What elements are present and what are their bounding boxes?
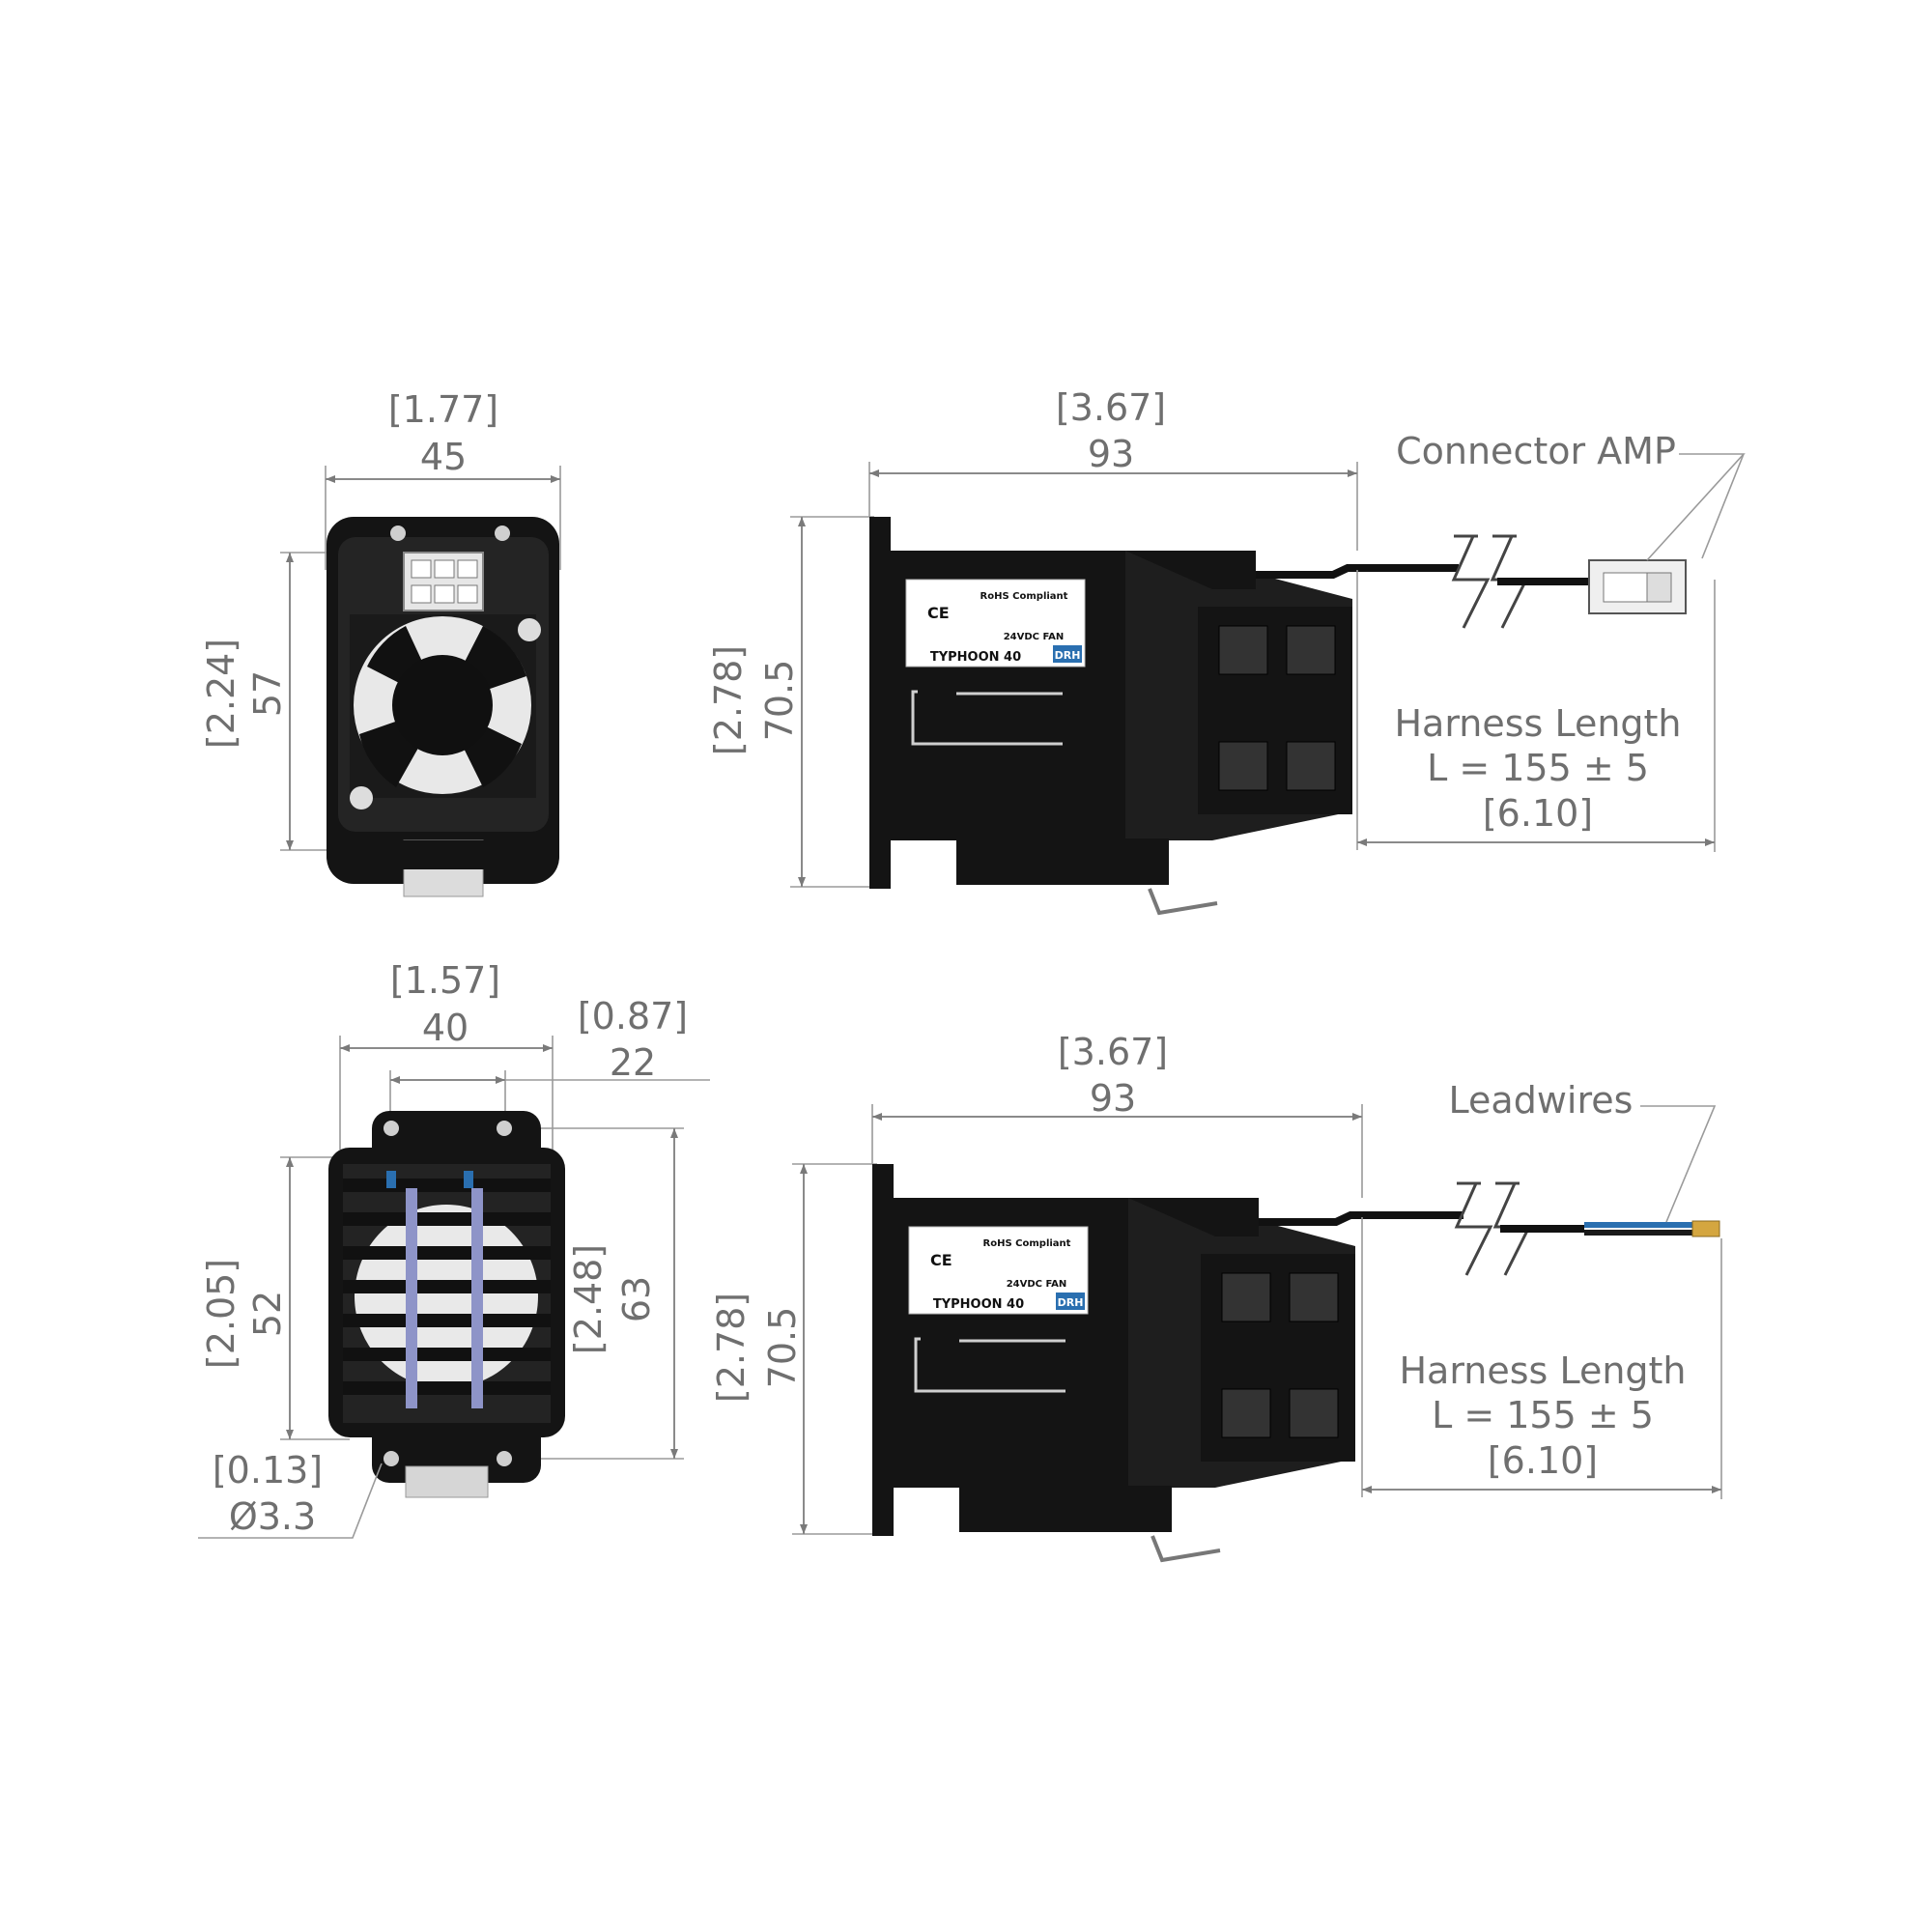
label2-line1: 24VDC FAN [1007,1279,1067,1290]
front-amp-height-in: [2.24] [200,639,242,749]
front-lead-height-mm: 52 [246,1291,289,1337]
fan-icon [350,614,541,810]
harness-amp-in: [6.10] [1483,792,1593,835]
label-line1: 24VDC FAN [1004,632,1065,642]
harness-lead-in: [6.10] [1488,1439,1598,1482]
side-view-amp: [3.67] 93 [2.78] 70.5 DRH TYPHOON 40 24V… [707,386,1746,916]
product-label-amp: DRH TYPHOON 40 24VDC FAN RoHS Compliant … [905,579,1086,668]
label-brand: DRH [1055,649,1081,662]
front-amp-width-mm: 45 [420,436,467,478]
front-lead-outer-mm: 63 [615,1276,658,1322]
front-lead-grille [343,1171,551,1408]
amp-cable [1256,564,1459,579]
amp-plug [1588,559,1687,614]
front-lead-hole-in: [0.13] [213,1449,323,1492]
front-lead-width-mm: 40 [422,1007,469,1049]
side-lead-length-mm: 93 [1090,1077,1136,1120]
harness-amp-label: Harness Length [1394,702,1681,745]
product-label-lead: DRH TYPHOON 40 24VDC FAN RoHS Compliant … [908,1226,1089,1315]
label2-brand: DRH [1058,1296,1084,1309]
front-amp-width-in: [1.77] [388,388,498,431]
label-ce-mark: CE [927,604,950,622]
side-lead-height-mm: 70.5 [761,1307,804,1389]
connector-amp-label: Connector AMP [1396,430,1676,472]
leadwires-label: Leadwires [1449,1079,1634,1122]
side-amp-vents [1218,625,1336,791]
front-lead-width-in: [1.57] [390,959,500,1002]
front-lead-outer-in: [2.48] [567,1244,610,1354]
front-amp-height-mm: 57 [246,670,289,717]
side-amp-height-mm: 70.5 [758,660,801,742]
label-model: TYPHOON 40 [930,650,1021,665]
label-line2: RoHS Compliant [980,591,1068,602]
side-lead-length-in: [3.67] [1058,1031,1168,1073]
side-lead-height-in: [2.78] [710,1293,753,1403]
label2-model: TYPHOON 40 [933,1297,1024,1312]
front-view-amp: [1.77] 45 [2.24] 57 [200,388,561,897]
lead-cable [1259,1211,1463,1226]
leadwire-ends [1584,1220,1720,1237]
label2-ce-mark: CE [930,1251,952,1269]
front-lead-hole-mm: Ø3.3 [229,1495,316,1538]
hole-leader-line [198,1463,383,1539]
front-lead-inner-mm: 22 [610,1041,656,1084]
front-view-lead: [1.57] 40 [0.87] 22 [2.05] 52 [2.48] 63 [198,959,710,1539]
side-amp-length-in: [3.67] [1056,386,1166,429]
harness-amp-formula: L = 155 ± 5 [1427,747,1649,789]
side-lead-vents [1221,1272,1339,1438]
side-amp-height-in: [2.78] [707,645,750,755]
harness-lead-label: Harness Length [1399,1350,1686,1392]
front-lead-height-in: [2.05] [200,1259,242,1369]
front-lead-inner-in: [0.87] [578,995,688,1037]
harness-lead-formula: L = 155 ± 5 [1432,1394,1654,1436]
side-view-lead: [3.67] 93 [2.78] 70.5 DRH TYPHOON 40 24V… [710,1031,1722,1563]
side-amp-length-mm: 93 [1088,433,1134,475]
amp-connector [403,552,484,611]
label2-line2: RoHS Compliant [983,1238,1071,1249]
